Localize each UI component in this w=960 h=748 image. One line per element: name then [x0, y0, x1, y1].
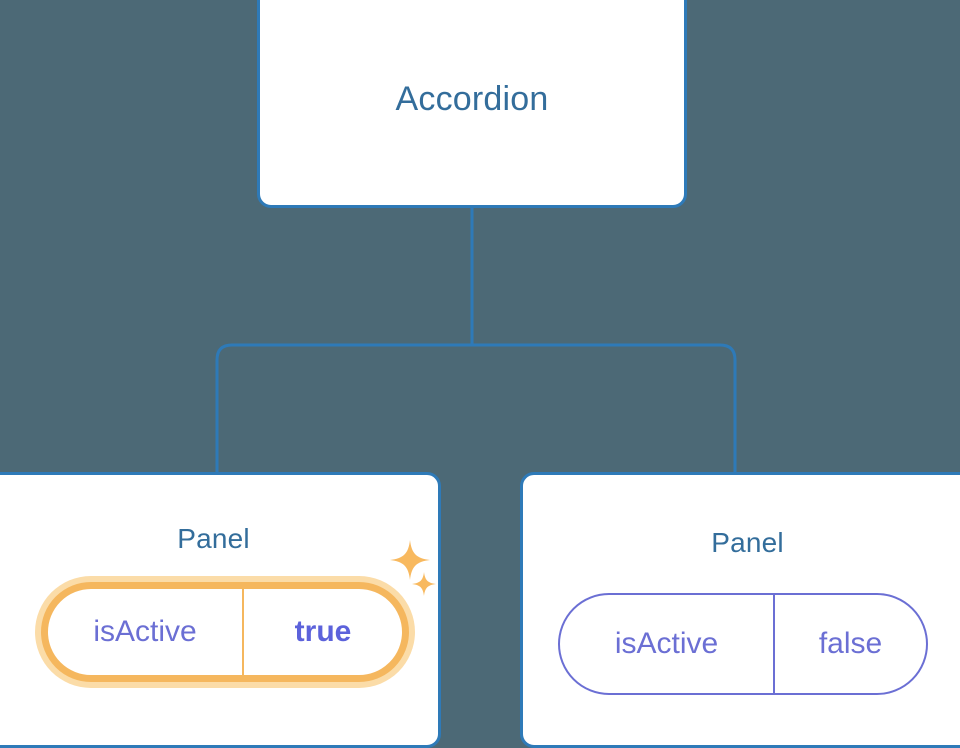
- prop-key-isactive: isActive: [560, 595, 775, 693]
- prop-pill-highlight-glow: isActive true: [35, 576, 415, 688]
- node-panel-inactive[interactable]: Panel isActive false: [520, 472, 960, 748]
- connector-branch-bar: [215, 343, 737, 472]
- prop-value-false: false: [818, 627, 883, 660]
- prop-key-isactive: isActive: [48, 589, 244, 675]
- node-accordion-title: Accordion: [395, 80, 549, 118]
- prop-pill-isactive-true[interactable]: isActive true: [41, 582, 409, 682]
- prop-pill-isactive-false[interactable]: isActive false: [558, 593, 928, 695]
- prop-value-true: true: [294, 615, 352, 648]
- node-accordion[interactable]: Accordion: [257, 0, 687, 208]
- node-panel-active[interactable]: Panel isActive true: [0, 472, 441, 748]
- node-panel-active-title: Panel: [177, 523, 250, 554]
- node-panel-inactive-title: Panel: [711, 527, 784, 558]
